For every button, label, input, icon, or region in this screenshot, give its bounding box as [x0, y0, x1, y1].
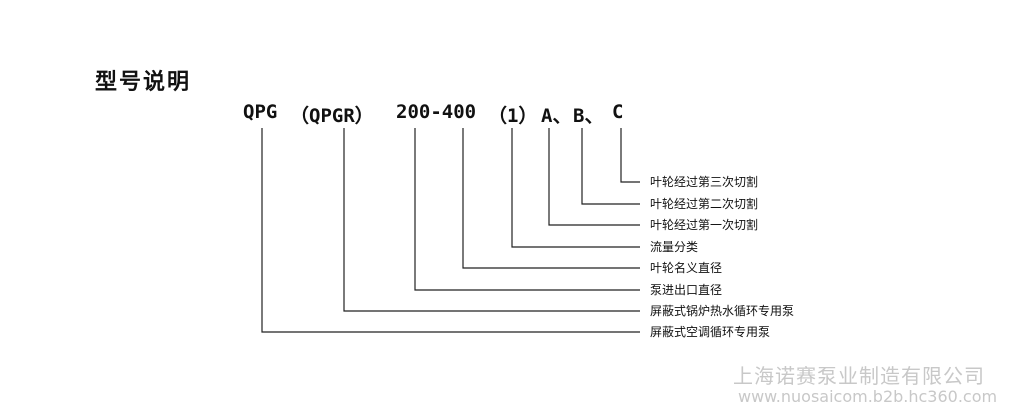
code-part-a: A、: [541, 105, 572, 127]
label-second-cut: 叶轮经过第二次切割: [650, 197, 759, 211]
watermark-url: www.nuosaicom.b2b.hc360.com: [738, 387, 998, 406]
label-impeller-diameter: 叶轮名义直径: [650, 261, 723, 275]
connector-impeller-dia: [462, 128, 640, 269]
label-first-cut: 叶轮经过第一次切割: [650, 218, 759, 232]
label-boiler-pump: 屏蔽式锅炉热水循环专用泵: [650, 304, 795, 318]
code-part-qpgr: （QPGR）: [290, 105, 374, 127]
code-part-c: C: [612, 101, 624, 123]
connector-qpgr: [343, 128, 640, 312]
diagram-title: 型号说明: [95, 70, 192, 95]
watermark-company: 上海诺赛泵业制造有限公司: [733, 364, 985, 388]
connector-c: [620, 128, 640, 183]
label-third-cut: 叶轮经过第三次切割: [650, 175, 759, 189]
code-part-b: B、: [573, 105, 604, 127]
code-part-size: 200-400: [396, 101, 477, 123]
code-part-qpg: QPG: [243, 101, 278, 123]
connector-a: [548, 128, 640, 226]
code-part-flow: （1）: [488, 105, 538, 127]
connector-qpg: [261, 128, 640, 333]
label-ac-pump: 屏蔽式空调循环专用泵: [650, 325, 771, 339]
connector-flow: [511, 128, 640, 248]
label-flow-class: 流量分类: [650, 240, 699, 254]
connector-port-dia: [414, 128, 640, 291]
label-port-diameter: 泵进出口直径: [650, 283, 723, 297]
connector-b: [581, 128, 640, 205]
